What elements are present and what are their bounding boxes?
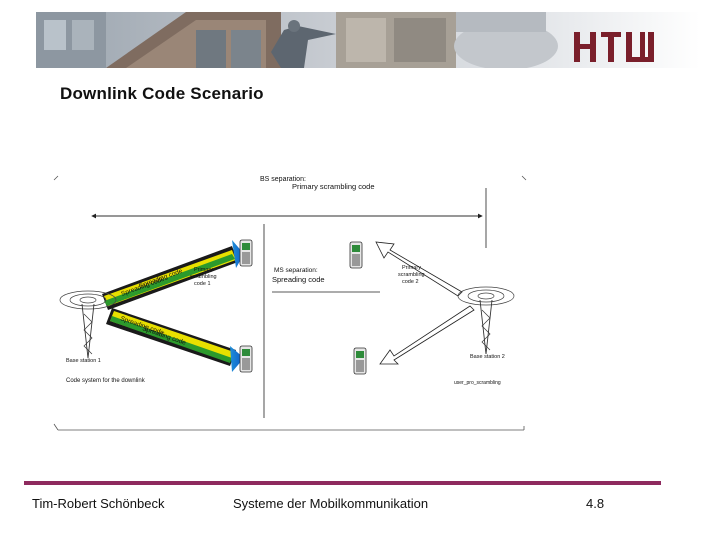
mobile-phone-icon	[239, 345, 253, 373]
svg-text:Primary: Primary	[402, 265, 421, 271]
svg-text:code 1: code 1	[194, 281, 211, 287]
footer-author: Tim-Robert Schönbeck	[32, 496, 165, 511]
base-station-1-icon	[59, 290, 117, 359]
mobile-phone-icon	[349, 241, 363, 269]
svg-text:code 2: code 2	[402, 279, 419, 285]
bs-separation-label: BS separation:	[260, 176, 306, 183]
ms-separation-label: MS separation:	[274, 267, 318, 274]
svg-text:scrambling: scrambling	[190, 274, 217, 280]
slide-title: Downlink Code Scenario	[60, 84, 264, 103]
header-banner	[36, 12, 700, 68]
svg-text:Primary: Primary	[194, 267, 213, 273]
downlink-band-lower: Spreading code Spreading code	[106, 308, 244, 372]
htw-logo-icon	[574, 32, 654, 62]
footer-page-number: 4.8	[586, 496, 605, 511]
footer-course: Systeme der Mobilkommunikation	[233, 496, 429, 511]
base-station-2-label: Base station 2	[470, 354, 505, 360]
code-system-caption: Code system for the downlink	[66, 378, 146, 384]
mobile-phone-icon	[239, 239, 253, 267]
footer-divider	[24, 481, 661, 485]
svg-text:scrambling: scrambling	[398, 272, 425, 278]
primary-scrambling-code-label: Primary scrambling code	[292, 182, 375, 191]
downlink-code-diagram: BS separation: Primary scrambling code M…	[53, 175, 527, 431]
user-scrambling-caption: user_pro_scrambling	[454, 380, 501, 386]
downlink-band-upper: Spreading code Spreading code	[102, 240, 244, 310]
downlink-arrow-upper-right	[375, 241, 463, 297]
downlink-arrow-lower-right	[379, 305, 475, 365]
spreading-code-label: Spreading code	[272, 275, 325, 284]
base-station-2-icon	[457, 286, 515, 355]
mobile-phone-icon	[353, 347, 367, 375]
base-station-1-label: Base station 1	[66, 358, 101, 364]
